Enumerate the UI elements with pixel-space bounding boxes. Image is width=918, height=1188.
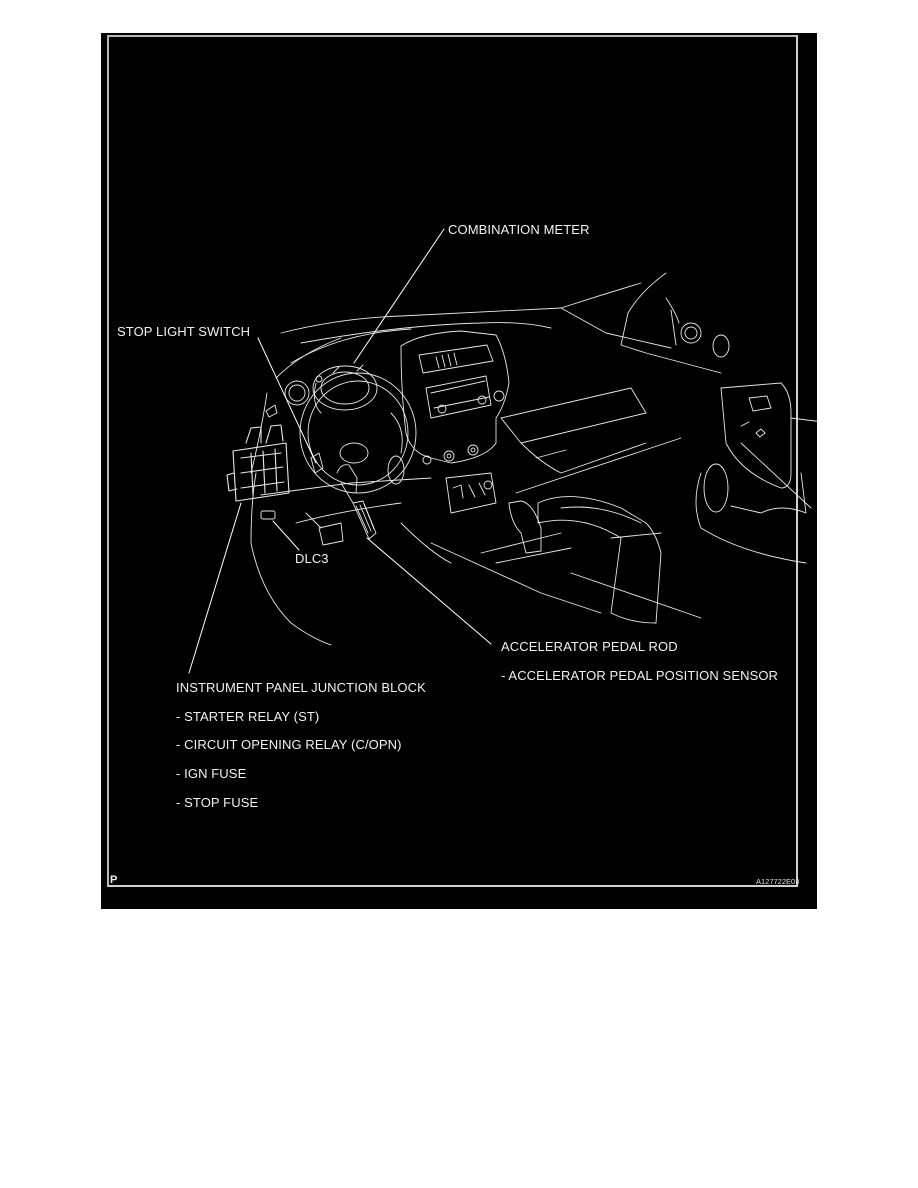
diagram-frame (107, 35, 798, 887)
label-accelerator-pedal-position-sensor: - ACCELERATOR PEDAL POSITION SENSOR (501, 668, 779, 683)
label-stop-light-switch: STOP LIGHT SWITCH (117, 324, 251, 339)
label-dlc3: DLC3 (295, 551, 329, 566)
dashboard-line-drawing (188, 228, 817, 674)
corner-letter: P (110, 874, 118, 886)
label-starter-relay: - STARTER RELAY (ST) (176, 709, 320, 724)
diagram-sheet: COMBINATION METER STOP LIGHT SWITCH DLC3… (101, 33, 817, 909)
label-combination-meter: COMBINATION METER (448, 222, 590, 237)
label-accelerator-pedal-rod: ACCELERATOR PEDAL ROD (501, 639, 678, 654)
figure-code: A127722E03 (756, 877, 800, 886)
dashboard-outline (226, 272, 817, 646)
leader-lines (188, 228, 492, 674)
label-circuit-opening-relay: - CIRCUIT OPENING RELAY (C/OPN) (176, 737, 402, 752)
label-stop-fuse: - STOP FUSE (176, 795, 259, 810)
label-ign-fuse: - IGN FUSE (176, 766, 247, 781)
label-instrument-panel-junction-block: INSTRUMENT PANEL JUNCTION BLOCK (176, 680, 426, 695)
